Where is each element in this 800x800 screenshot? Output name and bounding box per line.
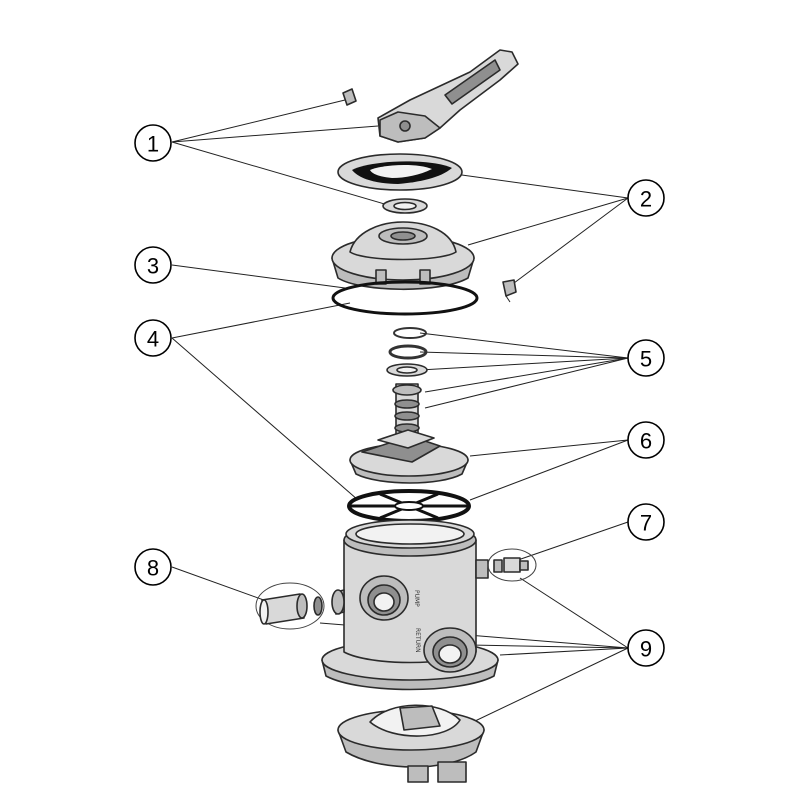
leader-5b	[419, 351, 629, 359]
leader-5e	[424, 357, 629, 409]
handle-pin	[342, 88, 357, 106]
valve-handle	[377, 49, 519, 143]
leader-5a	[419, 332, 629, 359]
leader-2c	[509, 197, 629, 287]
drain-fitting	[487, 548, 537, 582]
callout-4-label: 4	[147, 327, 159, 352]
leader-4b	[171, 337, 359, 501]
leader-2b	[467, 197, 629, 246]
callout-7: 7	[627, 503, 665, 541]
callout-1-label: 1	[147, 132, 159, 157]
leader-9c	[469, 644, 629, 649]
cover-gasket	[337, 153, 463, 191]
rotor-stem	[392, 383, 422, 445]
callout-6: 6	[627, 421, 665, 459]
callout-1: 1	[134, 124, 172, 162]
callout-3: 3	[134, 246, 172, 284]
callout-8-label: 8	[147, 556, 159, 581]
callout-5-label: 5	[640, 347, 652, 372]
bottom-diffuser	[337, 704, 485, 783]
union-fitting	[255, 582, 325, 630]
callout-7-label: 7	[640, 511, 652, 536]
leader-6a	[469, 439, 629, 457]
leader-1c	[171, 141, 389, 206]
callout-5: 5	[627, 339, 665, 377]
pump-port-label: PUMP	[413, 590, 420, 607]
rotor-disc	[349, 429, 469, 484]
leader-1b	[171, 125, 379, 143]
cover-screw	[502, 279, 517, 303]
leader-8	[171, 566, 273, 604]
callout-8: 8	[134, 548, 172, 586]
valve-cover	[331, 221, 475, 291]
leader-3	[171, 264, 346, 289]
return-port-label: RETURN	[414, 628, 421, 653]
valve-body: PUMP RETURN	[321, 519, 499, 691]
stem-rings	[386, 327, 428, 377]
callout-6-label: 6	[640, 429, 652, 454]
leader-6b	[469, 439, 629, 501]
callout-2-label: 2	[640, 187, 652, 212]
cover-o-ring	[331, 280, 479, 316]
leader-7	[517, 521, 629, 561]
callout-4: 4	[134, 319, 172, 357]
callout-9-label: 9	[640, 637, 652, 662]
star-gasket	[347, 489, 471, 523]
leader-9d	[499, 647, 629, 656]
leader-4a	[171, 302, 351, 339]
callout-2: 2	[627, 179, 665, 217]
leader-5c	[419, 357, 629, 371]
leader-lines	[171, 99, 629, 733]
callout-3-label: 3	[147, 254, 159, 279]
leader-9a	[519, 577, 629, 649]
leader-5d	[424, 357, 629, 393]
leader-2a	[439, 171, 629, 199]
handle-washer	[382, 198, 428, 214]
leader-9e	[451, 647, 629, 733]
callout-9: 9	[627, 629, 665, 667]
leader-1a	[171, 99, 346, 143]
